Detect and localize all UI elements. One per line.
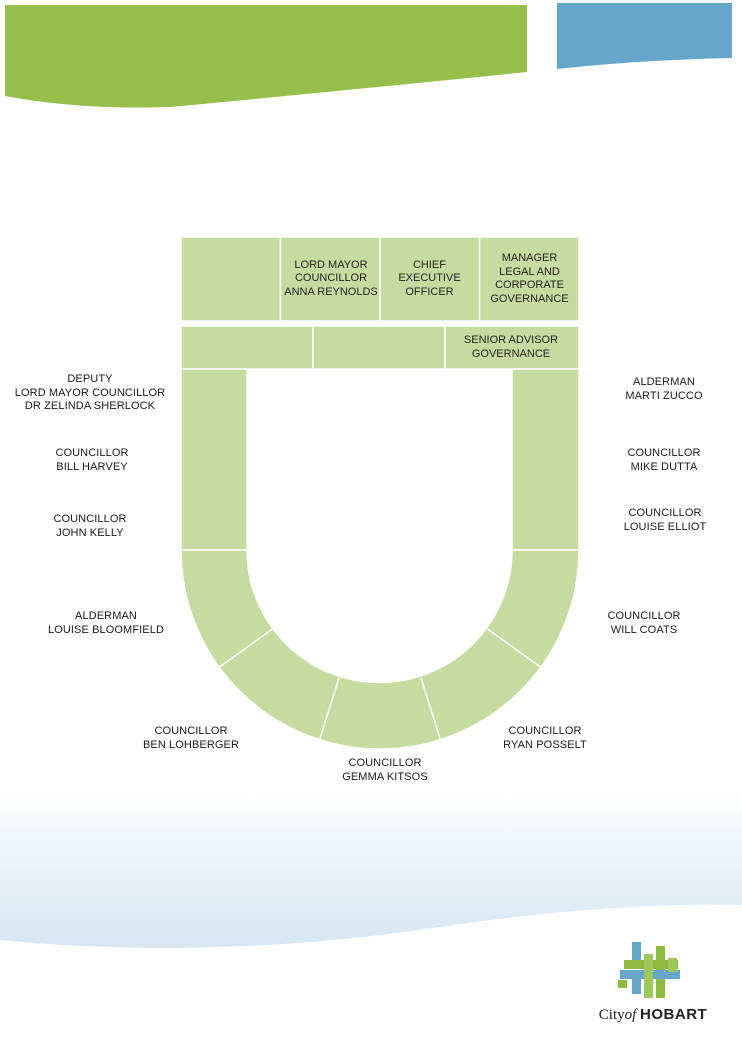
seat-label-will-coats: COUNCILLOR WILL COATS <box>607 610 681 636</box>
left-column-seats <box>180 368 248 551</box>
arc-divider-3 <box>420 677 442 741</box>
top-table-seat-manager-legal <box>478 236 580 322</box>
arc-divider-2 <box>318 677 340 741</box>
top-table-label-1 <box>181 237 280 321</box>
top-table-seat-ceo <box>379 236 481 322</box>
seat-label-mike-dutta: COUNCILLOR MIKE DUTTA <box>627 447 701 473</box>
horseshoe-arc-seats <box>180 549 580 750</box>
logo-wordmark: Cityof HOBART <box>598 1006 708 1023</box>
seat-label-john-kelly: COUNCILLOR JOHN KELLY <box>53 513 127 539</box>
footer-wave <box>0 790 742 948</box>
second-row-label-senior-advisor: SENIOR ADVISOR GOVERNANCE <box>463 334 559 360</box>
top-table-label-manager-legal: MANAGER LEGAL AND CORPORATE GOVERNANCE <box>490 252 569 305</box>
seat-label-bill-harvey: COUNCILLOR BILL HARVEY <box>55 447 129 473</box>
city-of-hobart-logo: Cityof HOBART <box>588 940 718 1030</box>
seat-label-marti-zucco: ALDERMAN MARTI ZUCCO <box>625 376 703 402</box>
seat-label-louise-elliot: COUNCILLOR LOUISE ELLIOT <box>623 507 707 533</box>
top-table-label-lord-mayor: LORD MAYOR COUNCILLOR ANNA REYNOLDS <box>284 258 378 298</box>
second-row-label-1 <box>181 326 313 369</box>
header-banner <box>5 3 732 108</box>
city-of-hobart-woven-logo-icon <box>618 942 680 998</box>
footer-wave-shape <box>0 790 742 948</box>
second-row-label-2 <box>313 326 445 369</box>
seat-label-ryan-posselt: COUNCILLOR RYAN POSSELT <box>503 725 587 751</box>
second-row-seat-2 <box>312 325 446 370</box>
seat-label-ben-lohberger: COUNCILLOR BEN LOHBERGER <box>142 725 240 751</box>
arc-divider-4 <box>487 628 541 668</box>
seat-label-deputy-lord-mayor: DEPUTY LORD MAYOR COUNCILLOR DR ZELINDA … <box>14 373 166 412</box>
top-table-seat-1 <box>180 236 282 322</box>
banner-green-shape <box>5 5 527 108</box>
top-table-label-ceo: CHIEF EXECUTIVE OFFICER <box>398 258 461 298</box>
chamber-seating-diagram <box>180 236 580 750</box>
seat-label-gemma-kitsos: COUNCILLOR GEMMA KITSOS <box>342 757 428 783</box>
right-column-seats <box>511 368 580 551</box>
banner-blue-shape <box>557 3 732 69</box>
seat-label-louise-bloomfield: ALDERMAN LOUISE BLOOMFIELD <box>47 610 164 636</box>
arc-divider-1 <box>219 628 273 668</box>
